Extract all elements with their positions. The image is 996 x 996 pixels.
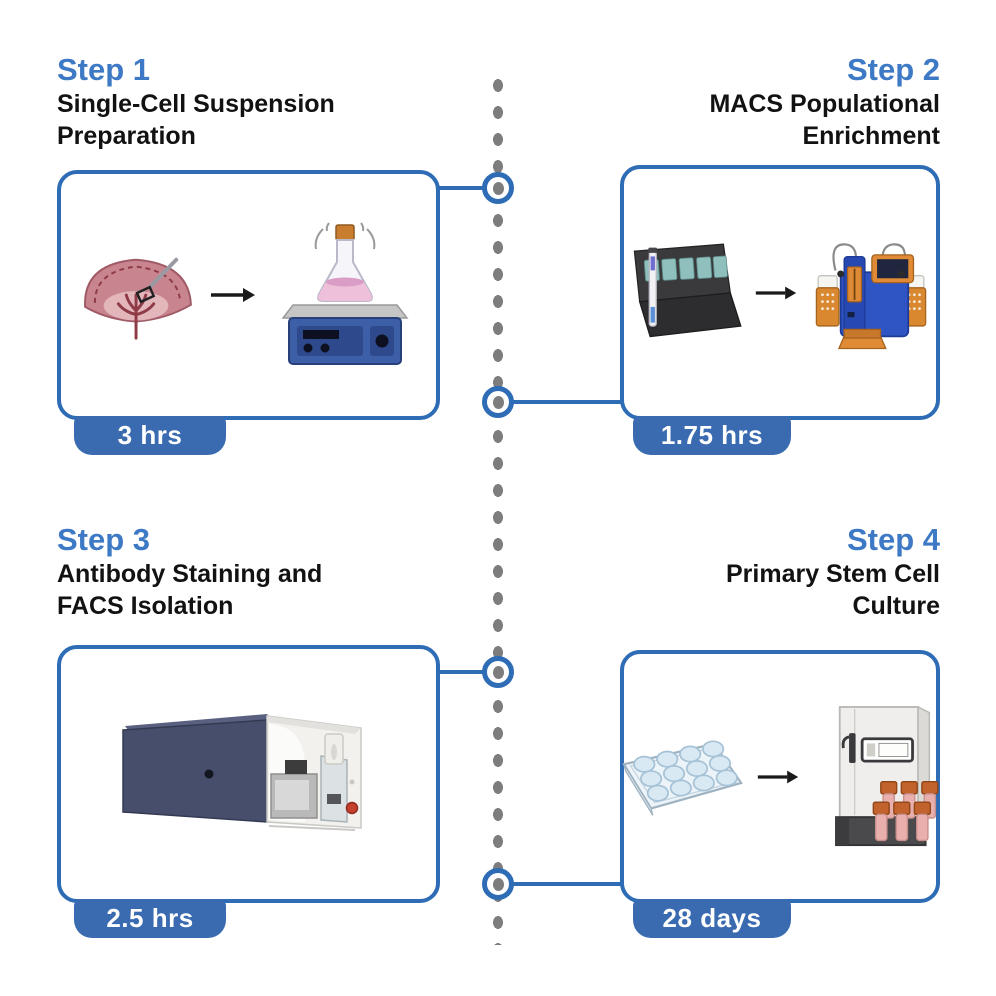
step4-duration-badge: 28 days xyxy=(633,899,791,938)
step2-label: Step 2 xyxy=(846,52,940,87)
connector-line-step4 xyxy=(512,882,622,886)
macs-magnet-stand-icon xyxy=(624,237,746,349)
step2-duration-badge: 1.75 hrs xyxy=(633,416,791,455)
freezer-cryovials-icon xyxy=(808,701,948,853)
automacs-separator-icon xyxy=(806,234,936,352)
step2-duration: 1.75 hrs xyxy=(660,420,764,450)
arrow-right-icon xyxy=(209,286,257,304)
timeline-node-step2 xyxy=(482,386,514,418)
step2-card xyxy=(620,165,940,420)
step4-heading: Step 4 Primary Stem Cell Culture xyxy=(580,522,940,622)
timeline-node-step4 xyxy=(482,868,514,900)
step2-heading: Step 2 MACS Populational Enrichment xyxy=(580,52,940,152)
timeline-node-step1 xyxy=(482,172,514,204)
step1-duration: 3 hrs xyxy=(117,420,183,450)
step4-label: Step 4 xyxy=(846,522,940,557)
step3-title-line2: FACS Isolation xyxy=(57,591,234,620)
orbital-shaker-flask-icon xyxy=(269,219,419,371)
connector-line-step2 xyxy=(512,400,622,404)
well-plate-icon xyxy=(612,729,748,825)
step3-duration: 2.5 hrs xyxy=(106,903,194,933)
step1-title-line2: Preparation xyxy=(57,121,196,150)
facs-cytometer-icon xyxy=(109,694,389,854)
step3-title-line1: Antibody Staining and xyxy=(57,559,323,588)
step1-label: Step 1 xyxy=(57,52,151,87)
connector-line-step3 xyxy=(436,670,484,674)
timeline-dotted-line xyxy=(492,72,504,945)
step1-card xyxy=(57,170,440,420)
step1-duration-badge: 3 hrs xyxy=(74,416,226,455)
step3-label: Step 3 xyxy=(57,522,151,557)
step4-title-line2: Culture xyxy=(852,591,941,620)
step4-card xyxy=(620,650,940,903)
step4-title-line1: Primary Stem Cell xyxy=(726,559,940,588)
timeline-node-step3 xyxy=(482,656,514,688)
step3-duration-badge: 2.5 hrs xyxy=(74,899,226,938)
step2-title-line2: Enrichment xyxy=(802,121,940,150)
brain-dissection-icon xyxy=(79,246,197,344)
step1-heading: Step 1 Single-Cell Suspension Preparatio… xyxy=(57,52,417,152)
step4-duration: 28 days xyxy=(662,903,762,933)
connector-line-step1 xyxy=(436,186,484,190)
step3-heading: Step 3 Antibody Staining and FACS Isolat… xyxy=(57,522,417,622)
arrow-right-icon xyxy=(756,768,800,786)
step3-card xyxy=(57,645,440,903)
step2-title-line1: MACS Populational xyxy=(709,89,940,118)
arrow-right-icon xyxy=(754,284,798,302)
step1-title-line1: Single-Cell Suspension xyxy=(57,89,335,118)
